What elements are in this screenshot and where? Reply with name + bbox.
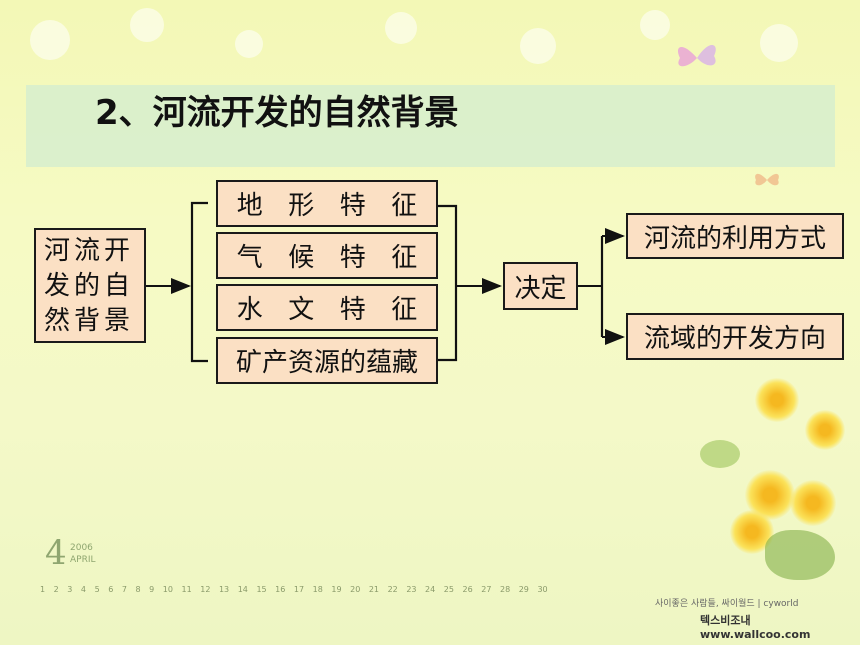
root-box: 河流开 发的自 然背景 (34, 228, 146, 343)
bg-flower-decoration (130, 8, 164, 42)
decide-box: 决定 (503, 262, 578, 310)
outcome-label: 河流的利用方式 (643, 223, 826, 254)
calendar-day: 28 (499, 585, 519, 594)
factor-char: 水 (236, 295, 263, 325)
outcome-box-direction: 流域的开发方向 (626, 313, 844, 360)
calendar-day: 23 (406, 585, 426, 594)
butterfly-icon (677, 44, 716, 67)
bg-flower-decoration (235, 30, 263, 58)
calendar-day: 10 (162, 585, 182, 594)
calendar-year: 2006 (70, 543, 93, 553)
calendar-day: 11 (181, 585, 201, 594)
leaf-decoration (765, 530, 835, 580)
factor-char: 征 (391, 191, 418, 221)
factor-char: 形 (288, 191, 315, 221)
factor-box-minerals: 矿产资源的蕴藏 (216, 337, 438, 384)
factor-char: 地 (236, 191, 263, 221)
yellow-flower-decoration (805, 410, 845, 450)
calendar-day: 18 (312, 585, 332, 594)
calendar-day: 26 (462, 585, 482, 594)
root-line-1: 河流开 (44, 236, 135, 266)
bg-flower-decoration (760, 24, 798, 62)
outcome-box-usage: 河流的利用方式 (626, 213, 844, 259)
calendar-day: 15 (256, 585, 276, 594)
calendar-day: 8 (135, 585, 150, 594)
outcome-label: 流域的开发方向 (643, 324, 826, 354)
calendar-day: 17 (293, 585, 313, 594)
calendar-day: 20 (350, 585, 369, 594)
calendar-day: 5 (94, 585, 109, 594)
factor-box-climate: 气 候 特 征 (216, 232, 438, 279)
bg-flower-decoration (30, 20, 70, 60)
root-line-3: 然背景 (44, 306, 135, 336)
factor-char: 征 (391, 243, 418, 273)
calendar-day: 14 (237, 585, 257, 594)
factor-box-terrain: 地 形 特 征 (216, 180, 438, 227)
calendar-day: 19 (331, 585, 351, 594)
factor-label: 矿产资源的蕴藏 (235, 348, 418, 378)
bg-flower-decoration (520, 28, 556, 64)
calendar-day: 9 (149, 585, 163, 594)
calendar-day: 16 (275, 585, 294, 594)
factor-char: 征 (391, 295, 418, 325)
right-bracket (438, 204, 458, 362)
root-line-2: 发的自 (44, 271, 135, 301)
factor-char: 文 (288, 295, 315, 325)
calendar-day: 1 (40, 585, 54, 594)
calendar-day: 6 (108, 585, 122, 594)
calendar-day: 24 (425, 585, 444, 594)
calendar-day: 21 (368, 585, 388, 594)
factor-box-hydrology: 水 文 特 征 (216, 284, 438, 331)
leaf-decoration (700, 440, 740, 468)
calendar-day: 4 (80, 585, 95, 594)
yellow-flower-decoration (755, 378, 799, 422)
calendar-day: 29 (518, 585, 538, 594)
calendar-day: 27 (481, 585, 500, 594)
factor-char: 特 (339, 295, 366, 325)
factor-char: 气 (236, 243, 263, 273)
factor-char: 特 (339, 243, 366, 273)
decide-label: 决定 (514, 273, 567, 304)
calendar-month-number: 4 (45, 533, 67, 573)
factor-char: 特 (339, 191, 366, 221)
title-band (26, 85, 835, 167)
calendar-day: 25 (443, 585, 463, 594)
watermark-line-1: 사이좋은 사람들, 싸이월드 | cyworld (655, 599, 799, 609)
calendar-day: 22 (387, 585, 407, 594)
calendar-day: 12 (200, 585, 219, 594)
calendar-day: 7 (121, 585, 136, 594)
butterfly-icon (755, 173, 779, 186)
calendar-days: 1 2 3 4 5 6 7 8 9 10 11 12 13 14 15 16 1… (40, 585, 548, 594)
yellow-flower-decoration (790, 480, 836, 526)
calendar-year-month: 2006 APRIL (70, 542, 96, 566)
factor-char: 候 (288, 243, 315, 273)
left-bracket (190, 201, 208, 363)
calendar-day: 13 (218, 585, 238, 594)
calendar-month: APRIL (70, 555, 96, 565)
bg-flower-decoration (640, 10, 670, 40)
watermark-line-2: 텍스비조내 www.wallcoo.com (700, 614, 811, 641)
calendar-day: 30 (537, 585, 548, 594)
calendar-day: 2 (53, 585, 68, 594)
calendar-day: 3 (67, 585, 81, 594)
bg-flower-decoration (385, 12, 417, 44)
page-title: 2、河流开发的自然背景 (95, 93, 459, 133)
